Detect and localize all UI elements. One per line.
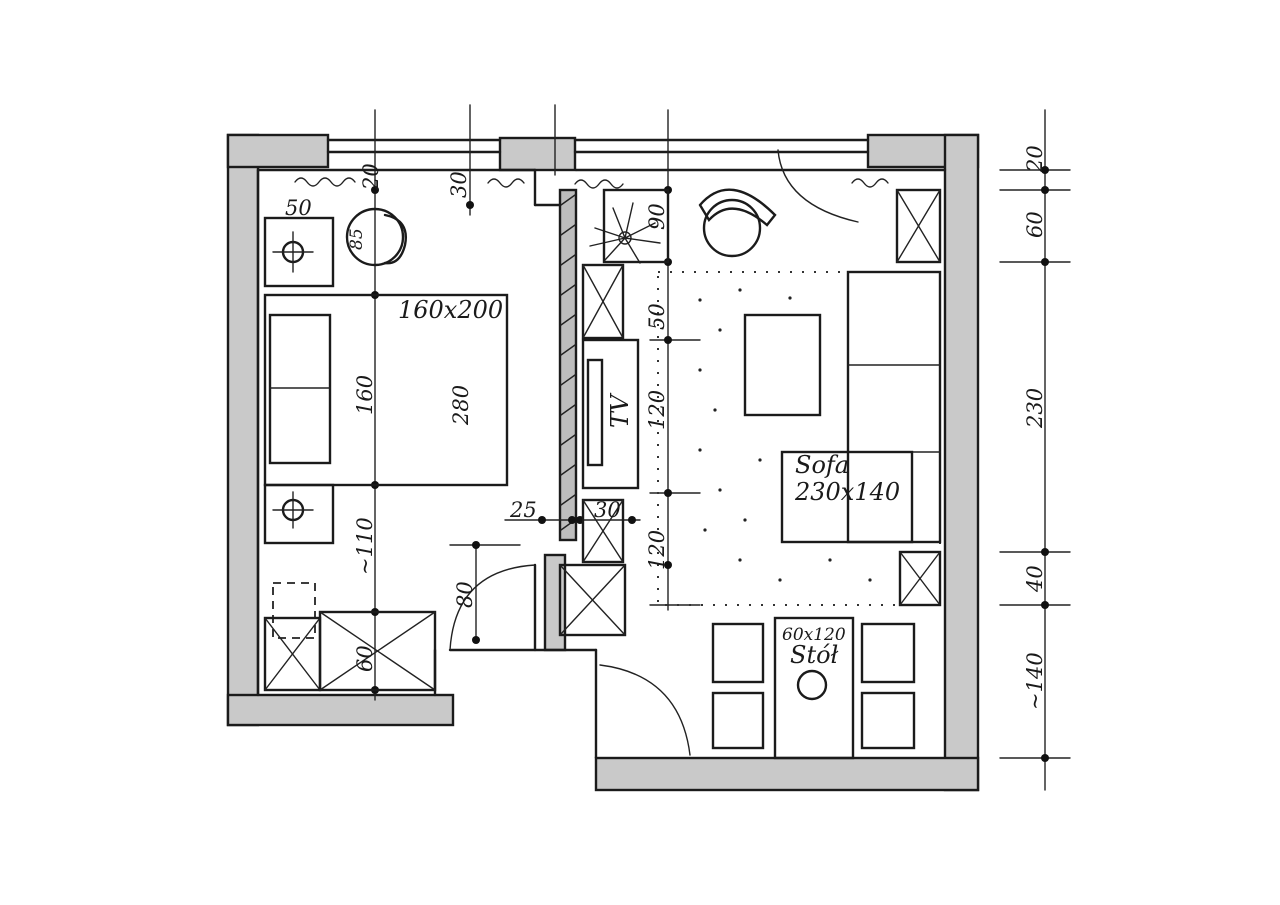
top-middle-pier: [498, 136, 577, 172]
chair-4: [860, 691, 916, 750]
table-size-label: 60x120: [782, 625, 846, 645]
dim-gap-110: ~110: [353, 517, 377, 575]
nightstand-bottom: [263, 483, 335, 545]
dim-right-230: 230: [1023, 388, 1047, 429]
dim-top-30: 30: [447, 171, 471, 198]
chair-2: [711, 691, 765, 750]
sofa-chaise: [780, 450, 914, 544]
dim-lower-120: 120: [645, 530, 669, 570]
tv-label: TV: [606, 392, 634, 428]
cabinet-upper: [581, 263, 625, 340]
table-name-label: Stół: [790, 641, 839, 669]
dashed-box: [272, 582, 316, 639]
bedroom-door-swing: [449, 564, 536, 651]
rug: [657, 271, 941, 606]
right-wall: [943, 133, 980, 792]
dining-table: [773, 616, 855, 760]
dim-wall-25: 25: [509, 498, 537, 522]
rug-texture: [698, 288, 872, 582]
dim-top-20: 20: [359, 163, 383, 191]
bed-size-label: 160x200: [398, 296, 503, 324]
dim-right-20: 20: [1023, 145, 1047, 173]
cabinet-top-right: [895, 188, 942, 264]
plant: [589, 202, 661, 264]
left-wall: [226, 133, 260, 727]
wardrobe-large: [318, 610, 437, 692]
dim-room-depth: 280: [449, 385, 473, 426]
chair-1: [711, 622, 765, 684]
coffee-table: [743, 313, 822, 417]
table-lamp: [796, 669, 828, 701]
dim-right-140: ~140: [1023, 652, 1047, 710]
cabinet-lower-right: [898, 550, 942, 607]
armchair: [345, 207, 405, 267]
dim-right-60: 60: [1023, 211, 1047, 238]
bed-pillows: [268, 313, 332, 465]
dim-right-40: 40: [1023, 565, 1047, 593]
top-left-wall: [226, 133, 330, 169]
labels: 50 85 20 30 90 160x200 160 280 ~110 80 6…: [285, 145, 1047, 710]
dim-wardrobe-60: 60: [353, 645, 377, 672]
bottom-left-wall: [226, 693, 455, 727]
dim-chair: 85: [347, 228, 367, 250]
dim-tv-50: 50: [645, 303, 669, 330]
dim-top-90: 90: [645, 203, 669, 230]
sofa-size-label: 230x140: [794, 478, 900, 506]
chair-3: [860, 622, 916, 684]
dim-wall-30: 30: [594, 498, 621, 522]
exterior-walls: [226, 133, 980, 792]
partition-wall: [558, 188, 578, 542]
sofa-name-label: Sofa: [795, 451, 849, 479]
bedroom: [263, 207, 537, 692]
nightstand-top: [263, 216, 335, 288]
dim-bed-width: 160: [353, 375, 377, 415]
tv-unit: [581, 338, 640, 490]
dim-nightstand: 50: [285, 196, 312, 220]
round-chair: [702, 198, 762, 258]
tv-screen: [586, 358, 604, 467]
bottom-right-wall: [594, 756, 980, 792]
hall-cabinet-upper: [581, 498, 625, 564]
dim-tv-120: 120: [645, 390, 669, 430]
living-room: [558, 149, 942, 760]
curtains: [294, 177, 889, 189]
dim-door-80: 80: [453, 581, 477, 608]
bed: [263, 293, 509, 487]
hall-cabinet: [558, 563, 627, 637]
top-door-swing: [777, 149, 859, 223]
entry-door-swing: [599, 664, 691, 756]
